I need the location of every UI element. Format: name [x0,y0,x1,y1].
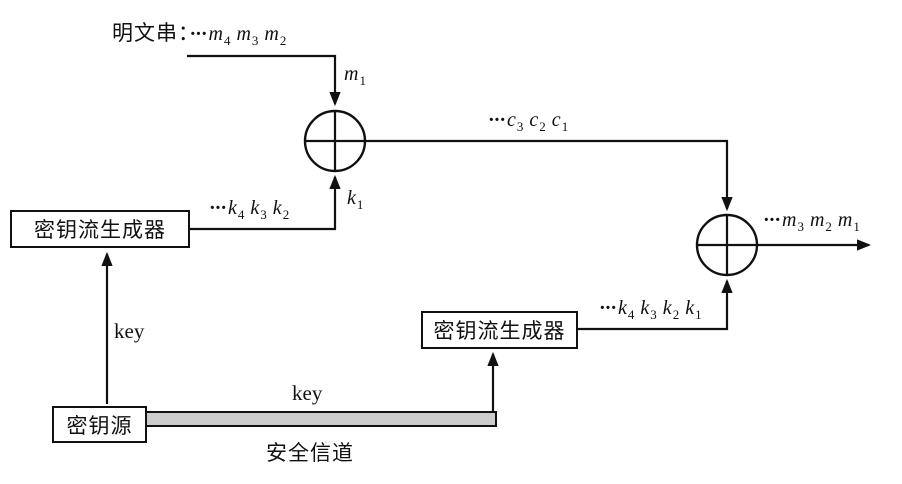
key-label-channel: key [292,381,323,405]
keystream-generator-left-label: 密钥流生成器 [34,218,166,242]
arrow-keystream-right-into-xor [577,278,733,331]
plaintext-prefix: 明文串： [112,21,190,45]
key-label-left: key [114,319,145,343]
ciphertext-stream-label: ···c3 c2 c1 [488,109,569,134]
keystream-generator-box-left: 密钥流生成器 [10,210,190,248]
plaintext-stream-label: 明文串：···m4 m3 m2 [112,21,287,48]
k1-label: k1 [347,187,364,212]
plaintext-stream-symbols: ···m4 m3 m2 [189,23,287,48]
m1-label: m1 [344,63,366,88]
plaintext-output-label: ···m3 m2 m1 [763,209,860,234]
arrow-keystream-left-into-xor [190,174,341,231]
keystream-left-label: ···k4 k3 k2 [209,197,290,222]
secure-channel-label: 安全信道 [266,441,354,465]
arrow-ciphertext-into-xor [365,139,733,212]
xor-node-left [303,109,367,173]
keystream-generator-box-right: 密钥流生成器 [421,311,578,349]
xor-node-right [695,213,759,277]
keystream-right-label: ···k4 k3 k2 k1 [599,297,702,322]
key-source-label: 密钥源 [66,413,133,438]
arrow-plaintext-into-xor [187,54,341,107]
keystream-generator-right-label: 密钥流生成器 [433,319,566,343]
key-source-box: 密钥源 [52,406,147,443]
secure-channel-bar [145,411,497,427]
